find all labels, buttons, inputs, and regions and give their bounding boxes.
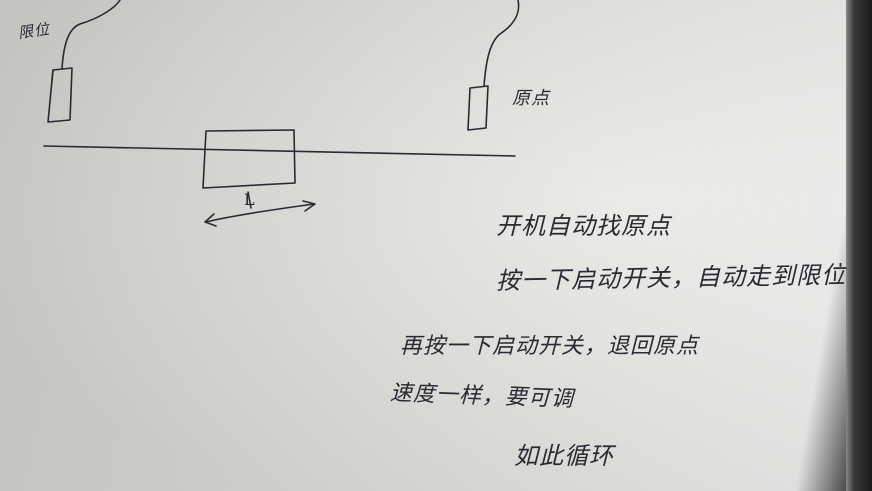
note-line-3: 再按一下启动开关，退回原点 <box>400 334 700 359</box>
rail-line <box>43 145 516 157</box>
origin-sensor-wire <box>483 0 520 87</box>
note-line-4: 速度一样，要可调 <box>389 380 575 413</box>
note-line-1: 开机自动找原点 <box>496 212 671 240</box>
carriage-box <box>202 129 296 189</box>
note-line-2: 按一下启动开关，自动走到限位 <box>495 260 847 296</box>
left-sensor-wire <box>61 0 121 69</box>
travel-label: L <box>244 190 255 209</box>
desk-edge <box>846 0 872 491</box>
note-line-5: 如此循环 <box>514 442 614 470</box>
left-sensor-body <box>47 67 73 123</box>
origin-sensor-body <box>467 85 489 131</box>
travel-arrow <box>205 203 315 223</box>
origin-label: 原点 <box>512 88 550 109</box>
left-sensor-label: 限位 <box>16 19 52 43</box>
